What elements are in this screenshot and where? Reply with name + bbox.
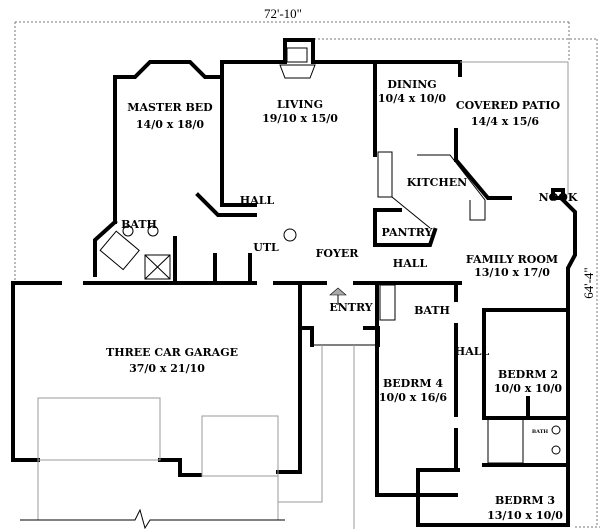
room-name: HALL (455, 345, 490, 358)
room-size: 14/0 x 18/0 (136, 118, 205, 131)
room-size: 14/4 x 15/6 (471, 115, 540, 128)
room-name: MASTER BED (127, 101, 213, 114)
driveway (20, 345, 355, 529)
room-size: 10/0 x 10/0 (494, 382, 563, 395)
room-name: BEDRM 2 (498, 368, 558, 381)
room-name: KITCHEN (407, 176, 467, 189)
room-size: 13/10 x 10/0 (487, 509, 563, 522)
room-name: FAMILY ROOM (466, 253, 558, 266)
depth-dimension: 64'-4" (581, 267, 596, 298)
room-name: BEDRM 4 (383, 377, 443, 390)
dimension-lines (14, 21, 600, 528)
room-name: HALL (393, 257, 428, 270)
room-size: 10/4 x 10/0 (378, 92, 447, 105)
room-name: HALL (240, 194, 275, 207)
room-name: BATH (532, 429, 549, 435)
room-name: LIVING (277, 98, 323, 111)
room-size: 10/0 x 16/6 (379, 391, 448, 404)
room-name: THREE CAR GARAGE (106, 346, 238, 359)
room-name: PANTRY (382, 226, 433, 239)
room-labels: MASTER BED 14/0 x 18/0 LIVING 19/10 x 15… (106, 78, 578, 522)
room-name: COVERED PATIO (456, 99, 561, 112)
room-name: DINING (387, 78, 436, 91)
room-name: BEDRM 3 (495, 494, 555, 507)
room-size: 37/0 x 21/10 (129, 362, 205, 375)
width-dimension: 72'-10" (264, 6, 302, 21)
walls (11, 38, 577, 527)
room-name: ENTRY (329, 301, 372, 314)
room-name: UTL (253, 241, 279, 254)
room-name: FOYER (316, 247, 360, 260)
room-size: 19/10 x 15/0 (262, 112, 338, 125)
room-name: BATH (414, 304, 450, 317)
room-size: 13/10 x 17/0 (474, 266, 550, 279)
fixtures (99, 47, 561, 464)
room-name: NOOK (539, 191, 578, 204)
room-name: BATH (121, 218, 157, 231)
